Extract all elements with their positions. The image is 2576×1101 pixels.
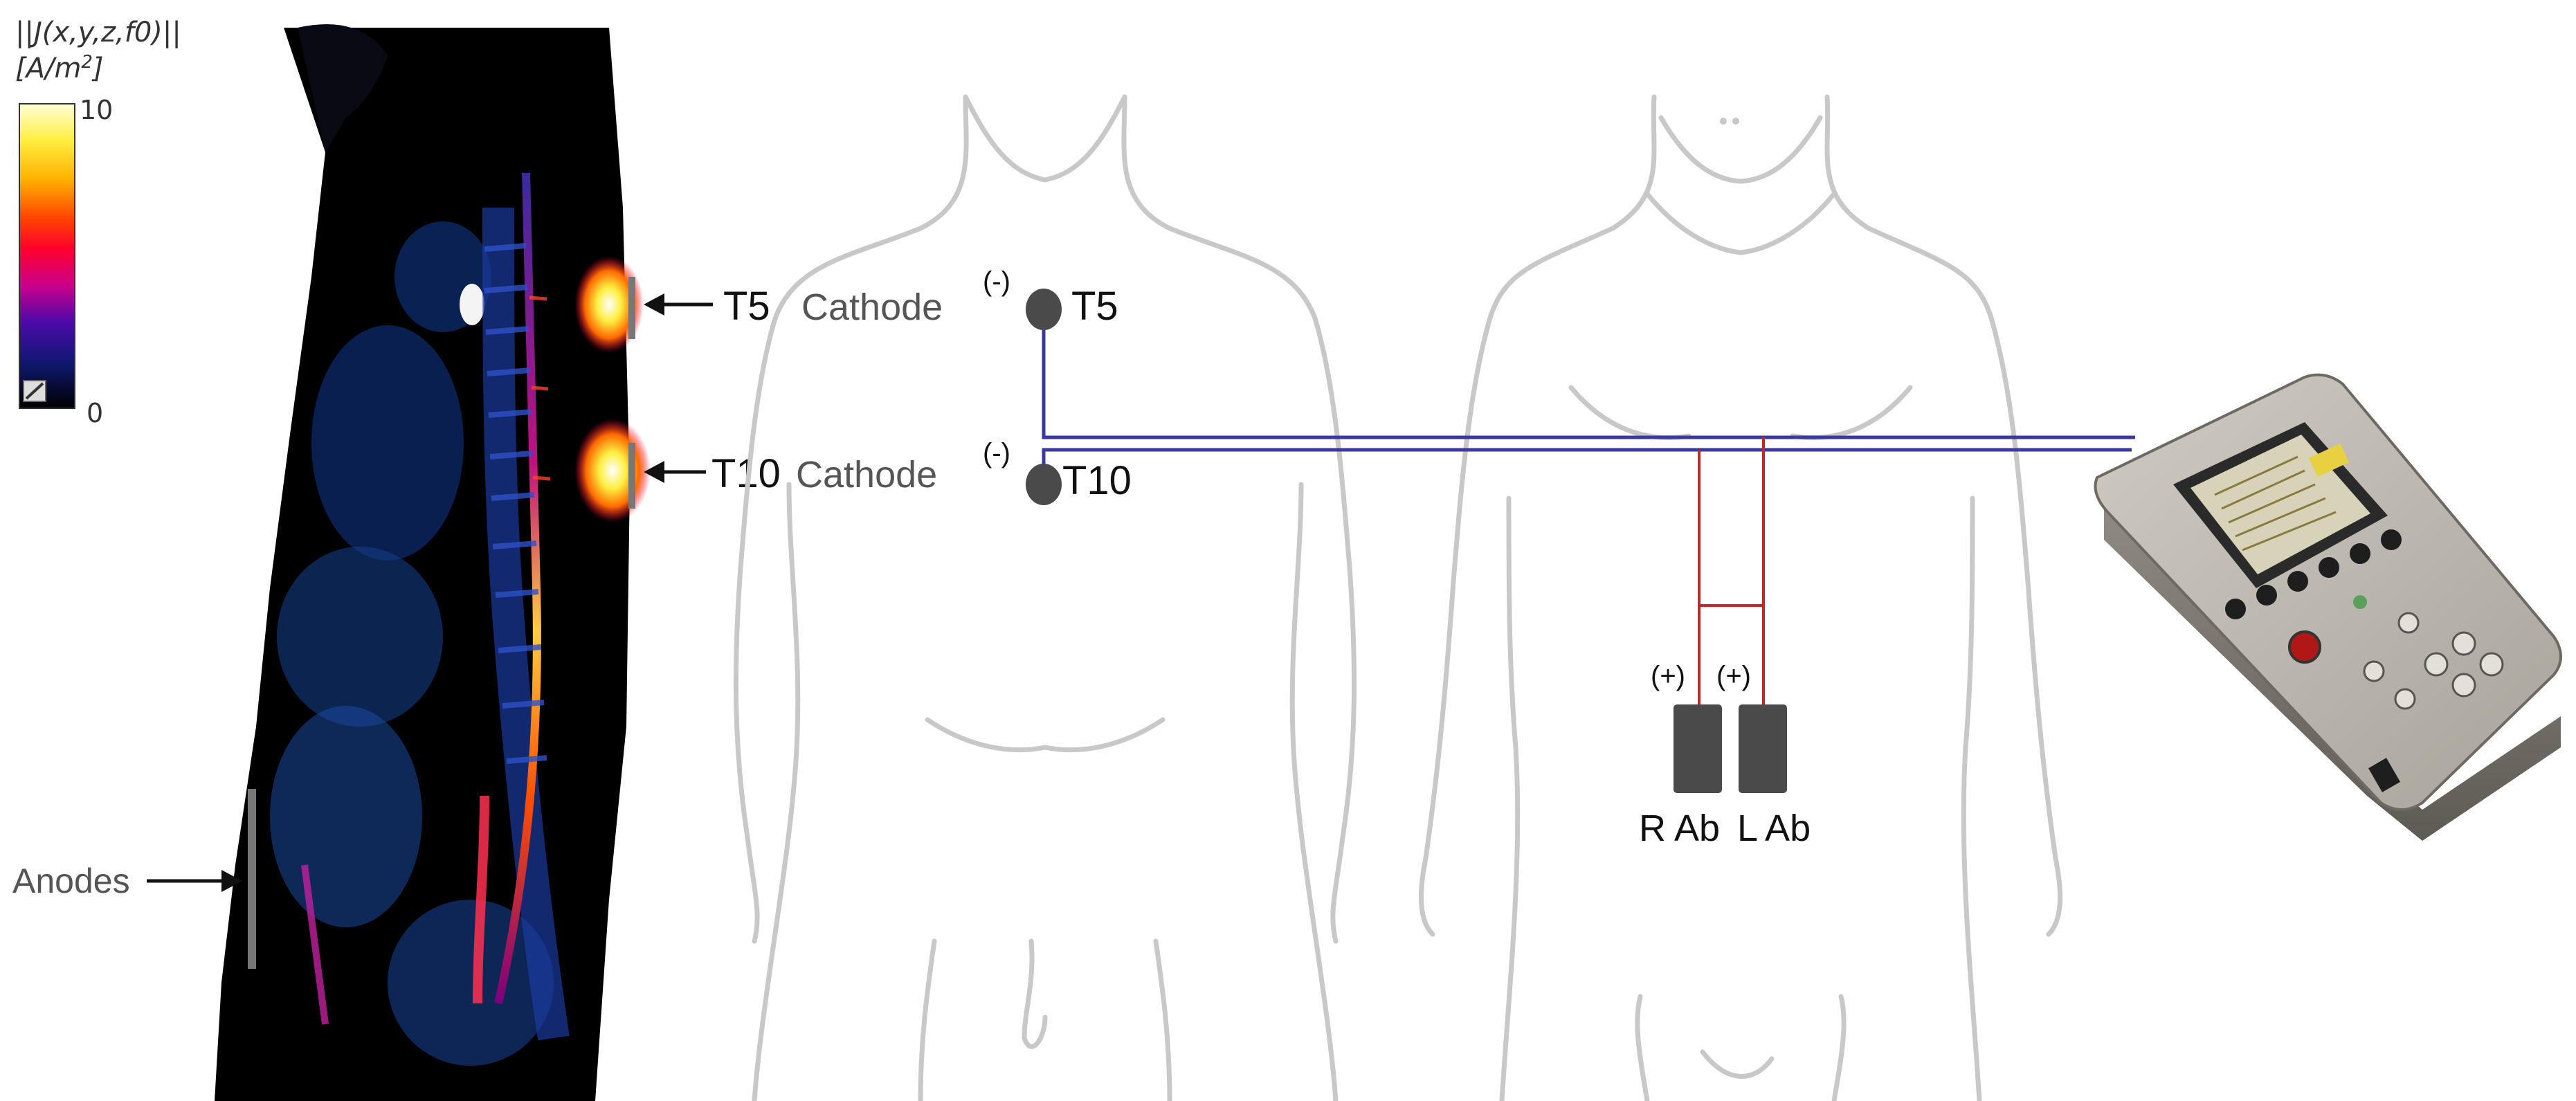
label-anodes: Anodes (12, 862, 130, 900)
cathode-wire-t10 (1042, 448, 2132, 484)
device-power-button (2288, 630, 2321, 664)
cathode-t5-electrode (1026, 289, 1062, 330)
mri-lung-region (311, 325, 464, 561)
colorbar-gradient (19, 103, 75, 409)
mri-electrode-t5 (628, 277, 635, 339)
mri-electrode-t10 (628, 443, 635, 509)
anode-l: (+) (1716, 661, 1787, 793)
cathode-t5: (-) Cathode T5 (801, 266, 1118, 330)
cathode-t5-level: T5 (1071, 284, 1118, 329)
arrow-t10 (644, 461, 706, 483)
mri-spinal-cord (494, 172, 541, 1005)
anode-r-label: R Ab (1639, 808, 1720, 849)
colorbar: ||J(x,y,z,f0)|| [A/m2] 10 0 (15, 17, 181, 428)
colorbar-max-label: 10 (80, 95, 113, 125)
mri-spine (301, 172, 570, 1041)
anode-l-electrode (1739, 704, 1787, 793)
arrow-t5 (644, 293, 713, 316)
label-t5: T5 (723, 284, 770, 329)
cathode-t10: (-) Cathode T10 (796, 438, 1132, 505)
cathode-t5-word: Cathode (801, 286, 943, 328)
cathode-t10-electrode (1026, 464, 1062, 505)
cathode-t10-level: T10 (1062, 458, 1132, 503)
cathode-wire-t5 (1042, 311, 2135, 439)
colorbar-min-label: 0 (87, 398, 103, 428)
anode-l-polarity: (+) (1716, 661, 1751, 691)
back-body-outline (733, 94, 1357, 1101)
mri-hotspot-t5 (574, 256, 644, 353)
colorbar-unit: [A/m2] (15, 52, 104, 84)
anode-wires (1698, 437, 1765, 706)
cathode-t5-polarity: (-) (983, 266, 1010, 297)
cathode-t10-word: Cathode (796, 454, 937, 495)
front-body-outline (1419, 94, 2062, 1101)
stimulator-device-icon (2094, 373, 2562, 841)
cathode-t10-polarity: (-) (983, 438, 1010, 468)
anode-r-electrode (1674, 704, 1722, 793)
mri-hotspot-t10 (574, 419, 651, 522)
arrow-anodes (147, 870, 242, 892)
anode-r-polarity: (+) (1651, 661, 1685, 691)
mri-current-density-map: T5 T10 Anodes (12, 24, 781, 1101)
anode-l-label: L Ab (1737, 808, 1811, 849)
cathode-wires (1042, 311, 2135, 484)
colorbar-title: ||J(x,y,z,f0)|| (15, 17, 181, 48)
anode-r: (+) (1651, 661, 1722, 793)
device-control-pad (2363, 612, 2504, 710)
mri-electrode-anodes (248, 789, 256, 969)
device-button-row (2225, 529, 2402, 619)
